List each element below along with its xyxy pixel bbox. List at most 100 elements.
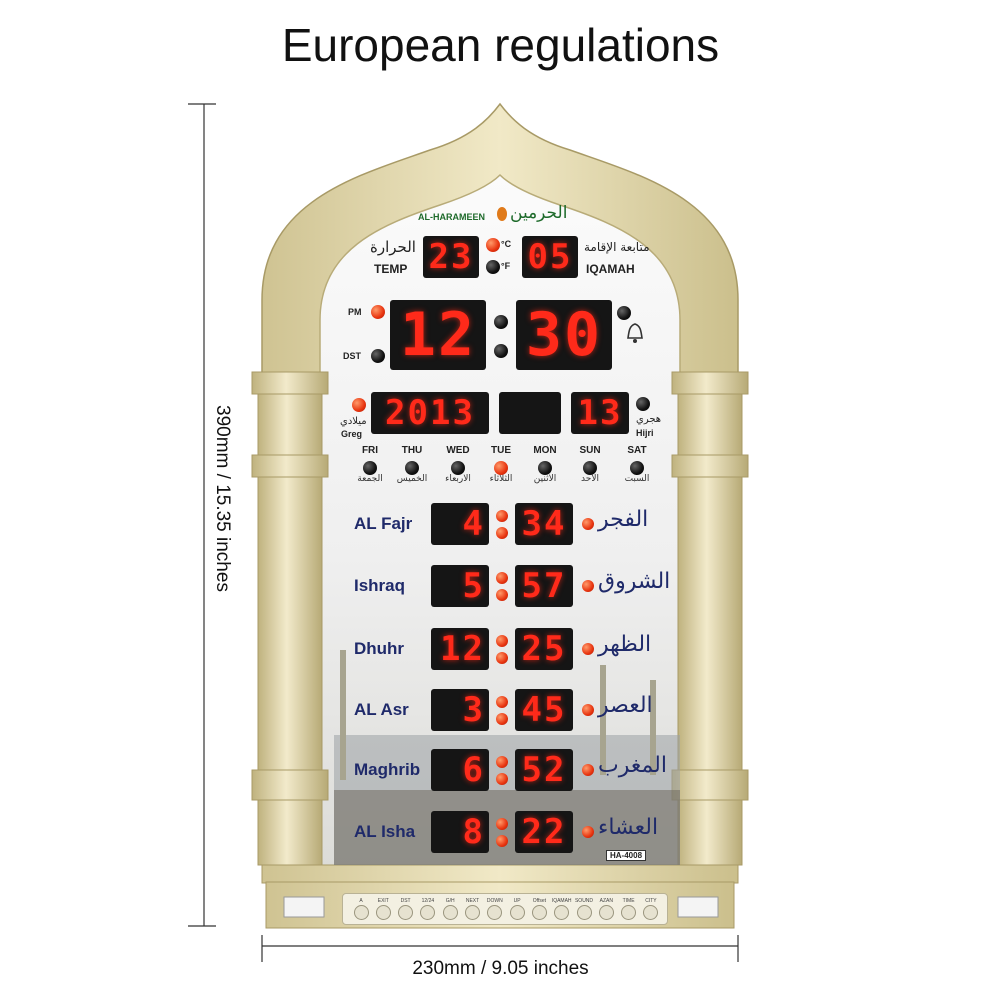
control-button-label: AZAN: [599, 898, 613, 904]
clock-hour-display: 12: [390, 300, 486, 370]
prayer-name-en: Dhuhr: [354, 639, 405, 658]
prayer-hour-display: 4: [431, 503, 489, 545]
weekday-ar: الاربعاء: [445, 474, 471, 484]
weekday-en: FRI: [361, 445, 379, 456]
control-button-knob[interactable]: [598, 905, 614, 920]
control-button-knob[interactable]: [375, 905, 391, 920]
control-button-knob[interactable]: [576, 905, 592, 920]
control-button-12[interactable]: TIME: [618, 898, 640, 920]
prayer-indicator: [582, 643, 594, 655]
prayer-hour-display: 6: [431, 749, 489, 791]
control-button-knob[interactable]: [621, 905, 637, 920]
weekday-en: TUE: [491, 445, 511, 456]
prayer-name-ar: المغرب: [598, 753, 667, 778]
colon-lower-dot: [494, 344, 508, 358]
prayer-name-en: AL Isha: [354, 822, 416, 841]
weekday-ar: السبت: [624, 474, 650, 484]
control-button-13[interactable]: CITY: [640, 898, 662, 920]
year-display: 2013: [371, 392, 489, 434]
prayer-minute-display: 34: [515, 503, 573, 545]
weekday-indicator: [405, 461, 419, 475]
control-button-knob[interactable]: [643, 905, 659, 920]
control-button-knob[interactable]: [554, 905, 570, 920]
control-button-knob[interactable]: [353, 905, 369, 920]
greg-label-en: Greg: [341, 429, 363, 439]
prayer-hour-display: 3: [431, 689, 489, 731]
pm-label: PM: [348, 307, 362, 317]
control-button-3[interactable]: 12/24: [417, 898, 439, 920]
control-button-knob[interactable]: [420, 905, 436, 920]
control-button-8[interactable]: Offset: [528, 898, 550, 920]
control-button-knob[interactable]: [509, 905, 525, 920]
temp-display: 23: [423, 236, 479, 278]
control-button-knob[interactable]: [531, 905, 547, 920]
control-button-label: 12/24: [421, 898, 435, 904]
control-button-label: A: [359, 898, 363, 904]
control-button-label: G/H: [445, 898, 455, 904]
celsius-label: °C: [501, 239, 512, 249]
control-button-11[interactable]: AZAN: [595, 898, 617, 920]
weekday-5: SUN الاحد: [570, 445, 610, 484]
prayer-minute-display: 25: [515, 628, 573, 670]
prayer-minute-display: 45: [515, 689, 573, 731]
control-button-5[interactable]: NEXT: [462, 898, 484, 920]
fahrenheit-label: °F: [501, 261, 511, 271]
control-button-label: NEXT: [465, 898, 480, 904]
control-button-label: UP: [513, 898, 521, 904]
prayer-minute-display: 57: [515, 565, 573, 607]
fahrenheit-indicator: [486, 260, 500, 274]
model-label: HA-4008: [606, 850, 647, 861]
control-button-7[interactable]: UP: [506, 898, 528, 920]
heading: European regulations: [281, 19, 720, 71]
control-button-2[interactable]: DST: [395, 898, 417, 920]
temp-label-en: TEMP: [374, 262, 408, 276]
prayer-minute-display: 22: [515, 811, 573, 853]
control-button-4[interactable]: G/H: [439, 898, 461, 920]
hijri-indicator: [636, 397, 650, 411]
control-button-knob[interactable]: [442, 905, 458, 920]
weekday-indicator: [583, 461, 597, 475]
prayer-colon-upper: [496, 696, 508, 708]
weekday-en: SAT: [627, 445, 647, 456]
alarm-indicator: [617, 306, 631, 320]
weekday-en: THU: [401, 445, 423, 456]
prayer-colon-lower: [496, 652, 508, 664]
control-button-10[interactable]: SOUND: [573, 898, 595, 920]
prayer-name-ar: العصر: [598, 693, 653, 718]
clock-minute-display: 30: [516, 300, 612, 370]
control-button-label: DOWN: [486, 898, 503, 904]
prayer-name-ar: الشروق: [598, 569, 671, 594]
prayer-indicator: [582, 580, 594, 592]
control-button-label: EXIT: [377, 898, 389, 904]
prayer-hour-display: 12: [431, 628, 489, 670]
dst-indicator: [371, 349, 385, 363]
weekday-ar: الاحد: [581, 474, 599, 484]
control-button-label: TIME: [622, 898, 635, 904]
control-button-knob[interactable]: [487, 905, 503, 920]
prayer-indicator: [582, 518, 594, 530]
control-button-knob[interactable]: [465, 905, 480, 920]
greg-indicator: [352, 398, 366, 412]
control-button-9[interactable]: IQAMAH: [551, 898, 573, 920]
dst-label: DST: [343, 351, 361, 361]
flame-icon: [497, 207, 507, 221]
prayer-name-en: AL Fajr: [354, 514, 413, 533]
control-button-0[interactable]: A: [350, 898, 372, 920]
prayer-indicator: [582, 764, 594, 776]
prayer-colon-lower: [496, 527, 508, 539]
prayer-colon-lower: [496, 713, 508, 725]
hijri-label-ar: هجري: [636, 414, 662, 425]
celsius-indicator: [486, 238, 500, 252]
weekday-indicator: [538, 461, 552, 475]
prayer-name-en: AL Asr: [354, 700, 409, 719]
control-button-6[interactable]: DOWN: [484, 898, 506, 920]
width-dimension-label: 230mm / 9.05 inches: [412, 958, 589, 979]
hijri-label-en: Hijri: [636, 428, 654, 438]
control-button-1[interactable]: EXIT: [372, 898, 394, 920]
prayer-colon-upper: [496, 510, 508, 522]
weekday-en: SUN: [579, 445, 601, 456]
control-button-knob[interactable]: [398, 905, 414, 920]
